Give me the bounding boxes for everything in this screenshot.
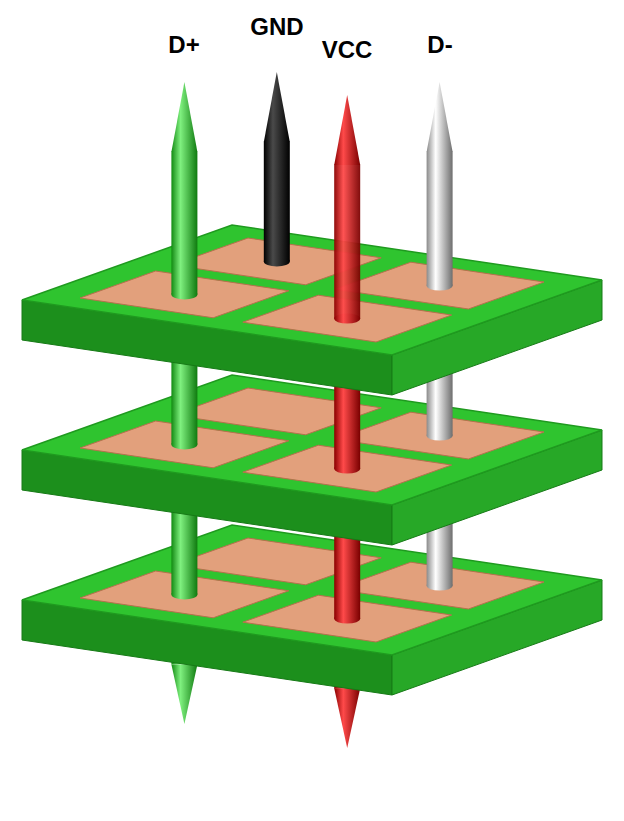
- pin-label: VCC: [322, 37, 373, 63]
- pins-top: [171, 72, 452, 324]
- board-layer: [22, 225, 602, 395]
- board-layer: [22, 525, 602, 695]
- board-layer: [22, 375, 602, 545]
- pin-label: D-: [427, 32, 452, 58]
- pin-label: D+: [168, 32, 199, 58]
- pin-label: GND: [250, 14, 303, 40]
